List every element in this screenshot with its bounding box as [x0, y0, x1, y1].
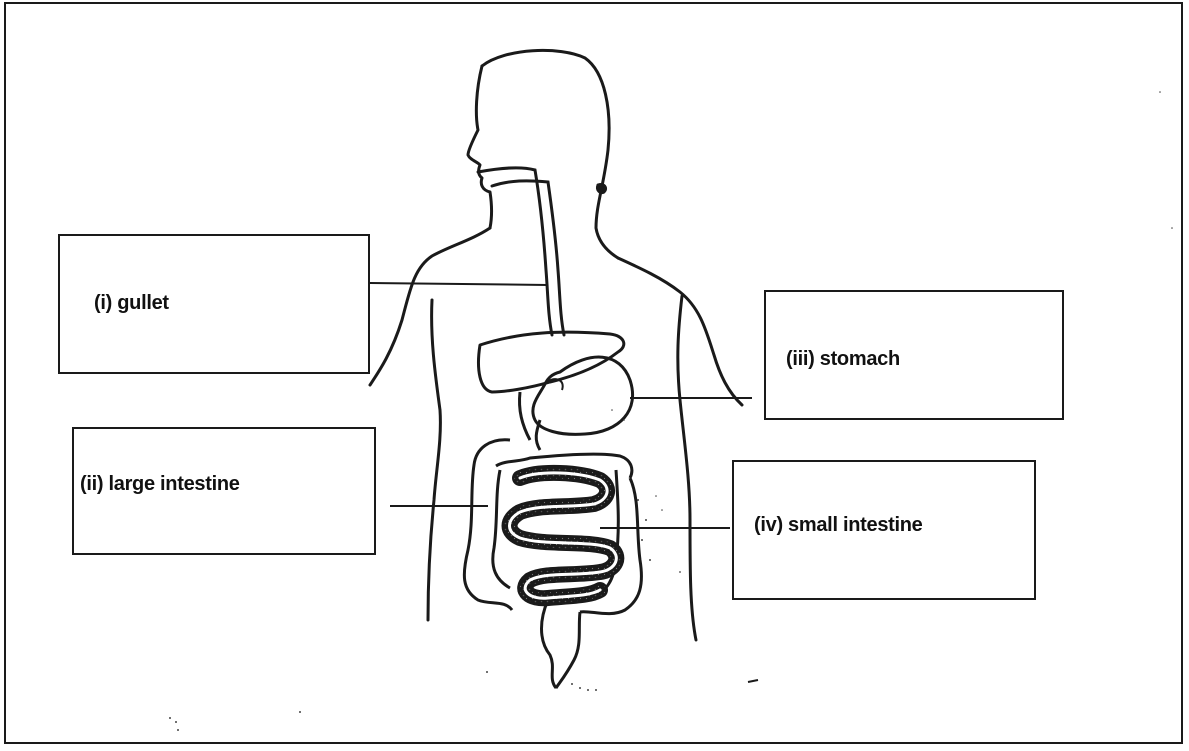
liver	[479, 332, 624, 392]
large-intestine-label-box: (ii) large intestine	[72, 427, 376, 555]
large-intestine-label: (ii) large intestine	[80, 473, 240, 496]
dash-mark	[748, 680, 758, 682]
stomach-label: (iii) stomach	[786, 348, 900, 371]
gullet-label: (i) gullet	[94, 292, 169, 315]
small-intestine-label-box: (iv) small intestine	[732, 460, 1036, 600]
stomach-organ	[533, 357, 633, 434]
body-outline	[370, 50, 742, 640]
gullet-label-box: (i) gullet	[58, 234, 370, 374]
small-intestine-organ	[510, 473, 617, 598]
small-intestine-label: (iv) small intestine	[754, 514, 923, 537]
stomach-label-box: (iii) stomach	[764, 290, 1064, 420]
